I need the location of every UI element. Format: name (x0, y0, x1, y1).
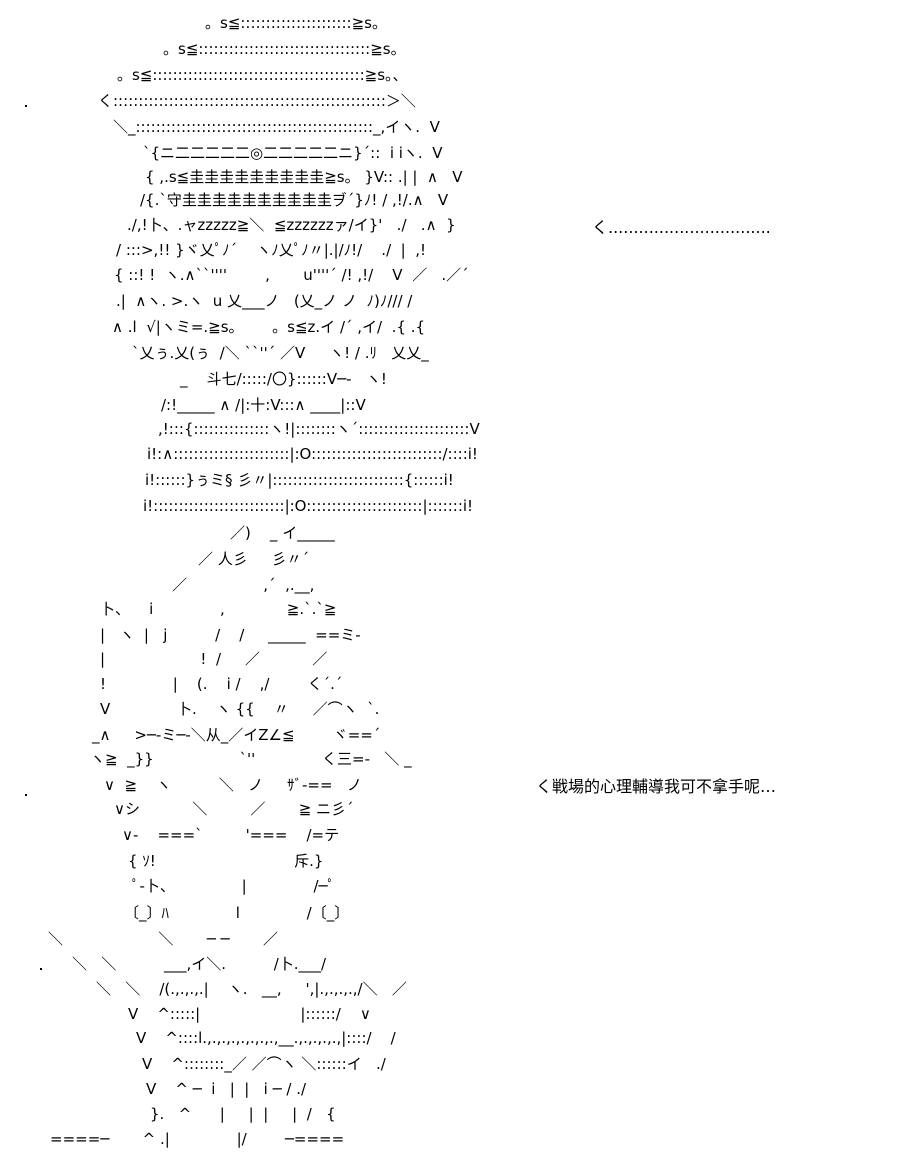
aa-line-45: ====─ ^ .| |/ ─==== (50, 1130, 345, 1148)
aa-line-14: `乂ぅ.乂(ぅ /＼ ``''´ ／V ヽ! / .ﾘ 乂乂_ (132, 344, 429, 362)
margin-dot (25, 105, 27, 107)
aa-line-01: 。s≦::::::::::::::::::::::≧s。 (205, 14, 387, 32)
aa-line-10: / :::>,!! }ヾ乂ﾟﾉ´ ヽﾉ乂ﾟﾉ〃|.|/ﾉ!/ ./ | ,! (116, 241, 427, 259)
aa-line-34: { ｿ! 斥.} (128, 852, 324, 870)
aa-line-30: ヽ≧ _}} `'' く三=- ＼ _ (90, 750, 412, 768)
aa-line-44: }. ^ | | | | / { (150, 1105, 336, 1123)
aa-line-38: ＼ ＼ ___,イ＼. /卜.___/ (72, 955, 327, 973)
aa-line-40: V ^:::::| |::::::/ ∨ (128, 1005, 371, 1023)
aa-line-28: V 卜. ヽ {{ 〃 ／⌒ヽ `. (100, 700, 380, 718)
aa-line-15: _ 斗七/:::::/〇}::::::V─‐ ヽ! (180, 370, 387, 388)
aa-line-22: ／ 人彡 彡〃´ (198, 550, 310, 568)
aa-line-05: ＼_::::::::::::::::::::::::::::::::::::::… (113, 118, 440, 136)
aa-line-39: ＼ ＼ /(.,.,.,.| ヽ. __, ',|.,.,.,.,/＼ ／ (96, 980, 407, 998)
aa-line-32: ∨シ ＼ ／ ≧ ニ彡´ (114, 800, 354, 818)
aa-line-07: { ,.s≦圭圭圭圭圭圭圭圭圭≧s。 }V:: .| | ∧ V (145, 168, 463, 186)
aa-line-13: ∧ .l √|ヽミ=.≧s。 。s≦z.イ /´ ,イ/ .{ .{ (112, 318, 426, 336)
aa-line-04: く:::::::::::::::::::::::::::::::::::::::… (98, 92, 416, 110)
aa-line-21: ／) _ イ_____ (230, 524, 335, 542)
aa-line-17: ,!:::{:::::::::::::::ヽ!|::::::::ヽ´::::::… (158, 420, 480, 438)
aa-line-37: ＼ ＼ ─ ─ ／ (48, 930, 278, 948)
aa-line-35: ﾟ-卜、 | /─ﾟ (132, 877, 336, 895)
aa-line-02: 。s≦::::::::::::::::::::::::::::::::::≧s。 (163, 40, 406, 58)
speech-line: く戦場的心理輔導我可不拿手呢… (536, 777, 777, 796)
aa-line-43: V ^ ─ i | | i ─ / ./ (146, 1080, 307, 1098)
aa-line-23: ／ ,´ ,.__, (172, 576, 315, 594)
aa-line-27: ! | (. i / ,/ く´.´ (100, 675, 343, 693)
aa-line-11: { ::! ! ヽ.∧``'''' , u''''´ /! ,!/ V ／ .／… (114, 266, 469, 284)
aa-line-20: i!::::::::::::::::::::::::::|:O:::::::::… (143, 497, 474, 515)
aa-line-25: | ヽ | j / / _____ ==ミ- (100, 626, 361, 644)
aa-line-03: 。s≦:::::::::::::::::::::::::::::::::::::… (117, 66, 408, 84)
aa-line-18: i!:∧:::::::::::::::::::::::|:O::::::::::… (147, 445, 478, 463)
aa-line-33: ∨- ===` '=== /=テ (122, 826, 340, 844)
aa-line-19: i!::::::}ぅミ§ 彡〃|::::::::::::::::::::::::… (145, 471, 454, 489)
margin-dot (40, 968, 42, 970)
aa-line-06: `{ニ二二二二二◎二二二二二ニ}´:: i iヽ. V (143, 144, 443, 162)
aa-line-36: 〔_〕ﾊ l /〔_〕 (124, 904, 350, 922)
aa-line-08: /{.`守圭圭圭圭圭圭圭圭圭圭ヺ´}ﾉ! / ,!/.∧ V (140, 191, 449, 209)
aa-line-24: 卜、 i , ≧.`.`≧ (100, 600, 337, 618)
aa-line-41: V ^::::l.,.,.,.,.,.,.,.,__.,.,.,.,.,|:::… (136, 1029, 396, 1047)
aa-line-09: ./,!卜、.ャzzzzz≧＼ ≦zzzzzzァ/イ}' ./ .∧ } (127, 216, 456, 234)
aa-line-16: /:!_____ ∧ /|:十:V:::∧ ____|::V (161, 396, 366, 414)
margin-dot (25, 794, 27, 796)
aa-line-26: | ! / ／ ／ (100, 650, 328, 668)
aa-line-42: V ^::::::::_／ ／⌒ヽ ＼::::::イ ./ (142, 1055, 386, 1073)
aa-line-12: .| ∧ヽ. >.ヽ u 乂___ノ (乂_ノ ノ ﾉ)ﾉ/// / (116, 292, 413, 310)
aa-line-29: _∧ >─‐ミ─‐＼从_／イZ∠≦ ヾ==´ (92, 726, 381, 744)
pointer-line: く................................ (592, 218, 771, 237)
aa-line-31: ∨ ≧ ヽ ＼ ノ ｻﾞ-== ノ (104, 776, 362, 794)
